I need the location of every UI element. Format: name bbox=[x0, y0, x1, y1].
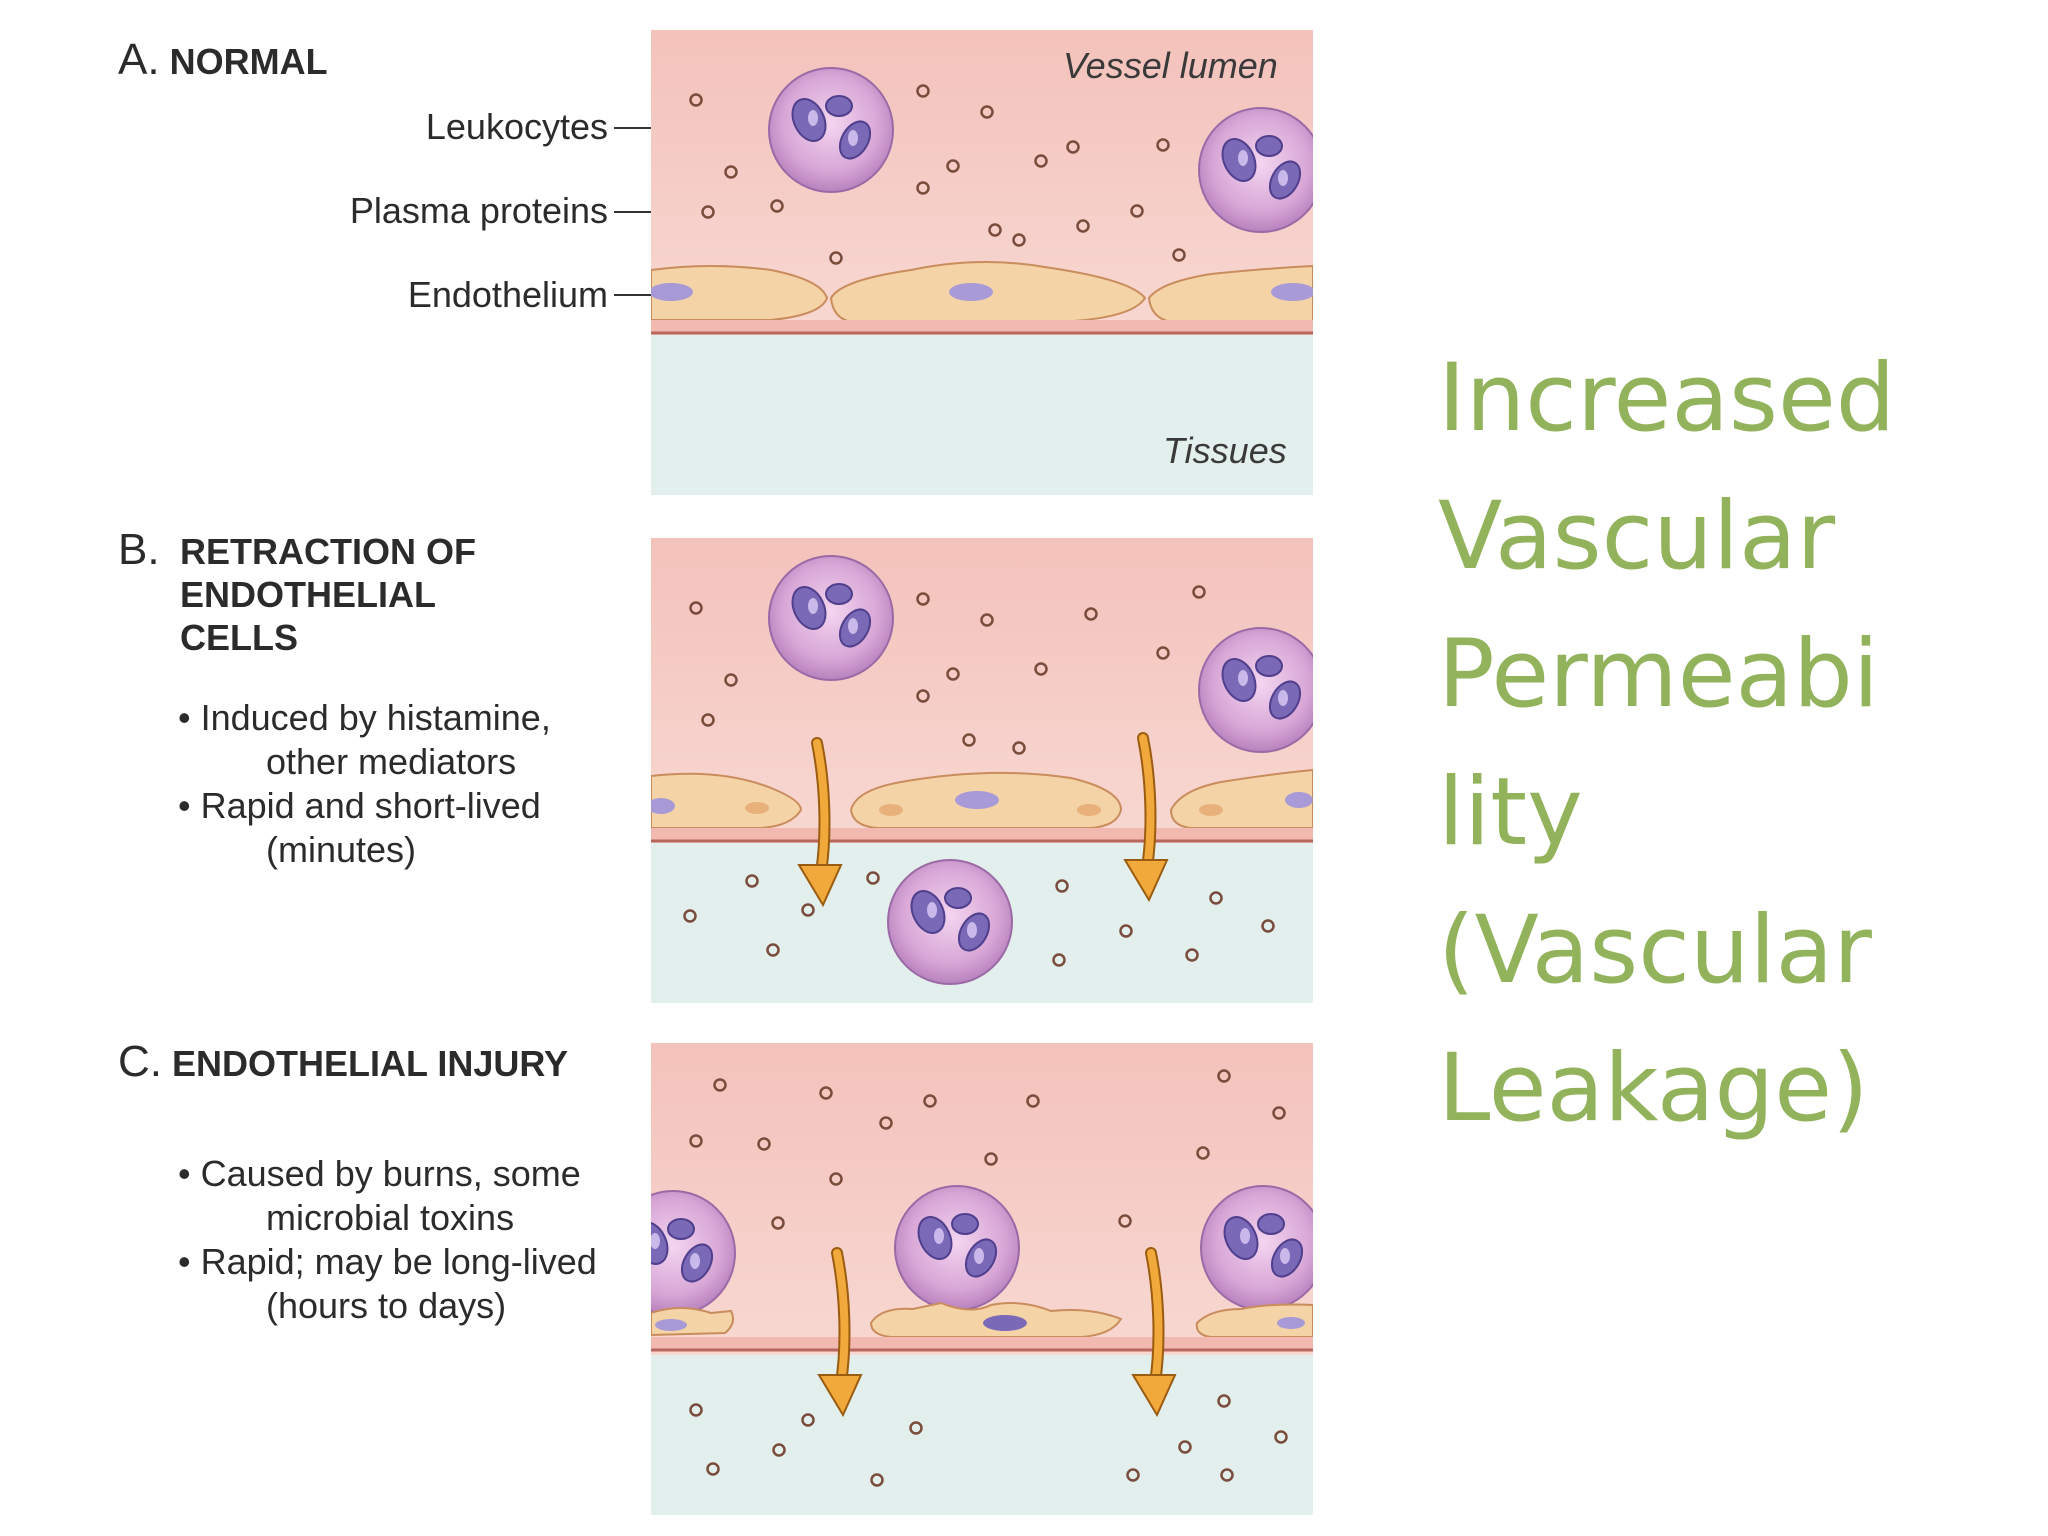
panel-b-title-line-3: CELLS bbox=[180, 617, 299, 658]
bullet-line-2: (hours to days) bbox=[266, 1285, 507, 1326]
panel-a-diagram bbox=[651, 30, 1313, 495]
endothelium-layer-b bbox=[651, 768, 1313, 843]
panel-a-heading: A.NORMAL bbox=[118, 38, 328, 83]
panel-c-diagram bbox=[651, 1043, 1313, 1515]
title-line-1: Increased bbox=[1438, 344, 1896, 453]
plasma-proteins-a bbox=[689, 84, 1186, 265]
title-line-4: lity bbox=[1438, 758, 1583, 867]
panel-b-letter: B. bbox=[118, 525, 160, 574]
panel-a-letter: A. bbox=[118, 35, 160, 84]
bullet-item: • Induced by histamine,other mediators bbox=[178, 696, 658, 784]
bullet-line-1: Caused by burns, some bbox=[200, 1153, 581, 1194]
slide-title: Increased Vascular Permeabi lity (Vascul… bbox=[1438, 330, 2038, 1158]
panel-c-letter: C. bbox=[118, 1037, 162, 1086]
leukocytes-label: Leukocytes bbox=[425, 106, 608, 147]
endothelium-label: Endothelium bbox=[407, 274, 608, 315]
bullet-item: • Rapid and short-lived(minutes) bbox=[178, 784, 658, 872]
title-line-5: (Vascular bbox=[1438, 896, 1872, 1005]
vessel-lumen-label: Vessel lumen bbox=[1063, 45, 1278, 86]
bullet-line-2: other mediators bbox=[266, 741, 517, 782]
panel-c-heading: C.ENDOTHELIAL INJURY bbox=[118, 1040, 568, 1085]
plasma-proteins-b bbox=[683, 585, 1275, 967]
plasma-proteins-label: Plasma proteins bbox=[349, 190, 608, 231]
endothelium-layer-a bbox=[651, 261, 1313, 335]
bullet-line-1: Rapid and short-lived bbox=[200, 785, 541, 826]
title-line-2: Vascular bbox=[1438, 482, 1836, 591]
endothelium-layer-c bbox=[651, 1301, 1313, 1352]
panel-b-heading: B. RETRACTION OF ENDOTHELIAL CELLS bbox=[118, 525, 476, 659]
panel-b-title-line-1: RETRACTION OF bbox=[180, 531, 476, 572]
bullet-line-2: (minutes) bbox=[266, 829, 417, 870]
panel-c-title: ENDOTHELIAL INJURY bbox=[172, 1043, 569, 1084]
title-line-3: Permeabi bbox=[1438, 620, 1879, 729]
plasma-proteins-c bbox=[689, 1069, 1288, 1487]
title-line-6: Leakage) bbox=[1438, 1034, 1869, 1143]
bullet-line-1: Induced by histamine, bbox=[200, 697, 551, 738]
panel-b-bullets: • Induced by histamine,other mediators •… bbox=[178, 696, 658, 872]
panel-a-title: NORMAL bbox=[169, 41, 328, 82]
tissues-label: Tissues bbox=[1163, 430, 1287, 471]
bullet-line-2: microbial toxins bbox=[266, 1197, 515, 1238]
bullet-item: • Rapid; may be long-lived(hours to days… bbox=[178, 1240, 658, 1328]
panel-b-title-line-2: ENDOTHELIAL bbox=[180, 574, 436, 615]
panel-b-diagram bbox=[651, 538, 1313, 1003]
bullet-line-1: Rapid; may be long-lived bbox=[200, 1241, 597, 1282]
